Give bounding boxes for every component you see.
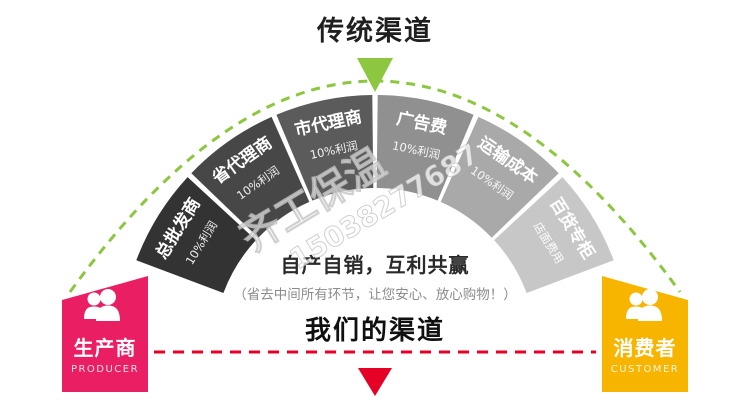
producer-label: 生产商 <box>74 336 137 360</box>
our-channel-title: 我们的渠道 <box>305 315 445 346</box>
people-icon <box>626 289 662 321</box>
slogan-note: （省去中间所有环节，让您安心、放心购物！） <box>233 286 517 303</box>
arch-segment-shape <box>440 116 559 238</box>
slogan-text: 自产自销，互利共赢 <box>281 253 470 277</box>
red-arrow-icon <box>358 368 392 396</box>
arch-segment-shape <box>376 95 474 201</box>
traditional-channel-title: 传统渠道 <box>316 15 433 47</box>
arch-segments <box>136 95 614 293</box>
people-icon <box>84 289 120 321</box>
customer-block-shape <box>602 276 688 392</box>
green-arrow-icon <box>357 58 393 92</box>
customer-sublabel: CUSTOMER <box>611 364 680 375</box>
customer-label: 消费者 <box>614 336 677 360</box>
arch-segment-shape <box>191 116 310 238</box>
arch-segment-shape <box>494 177 614 293</box>
producer-block: 生产商 PRODUCER <box>62 276 148 392</box>
arch-segment-shape <box>136 177 256 293</box>
customer-block: 消费者 CUSTOMER <box>602 276 688 392</box>
producer-sublabel: PRODUCER <box>71 364 139 375</box>
producer-block-shape <box>62 276 148 392</box>
arch-segment-shape <box>276 95 374 201</box>
